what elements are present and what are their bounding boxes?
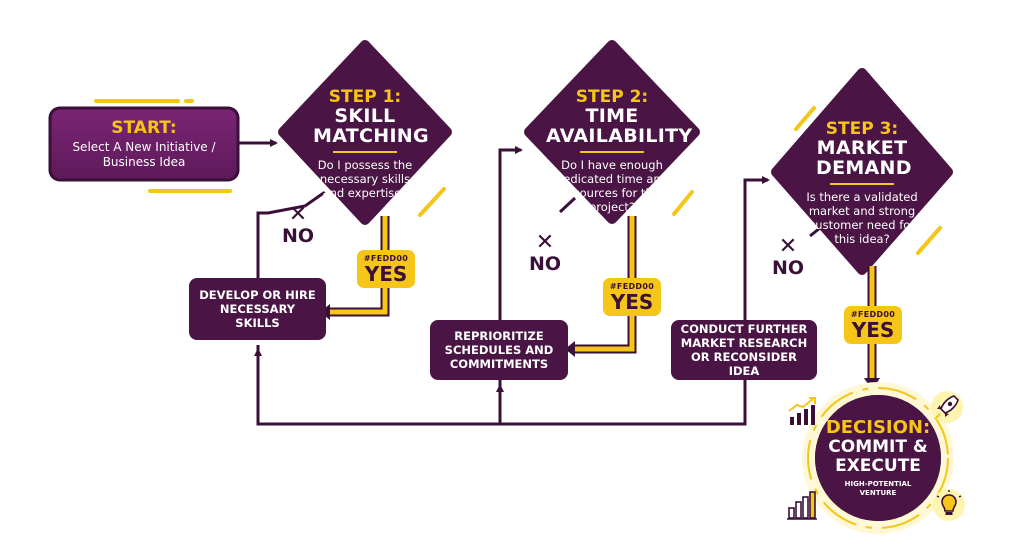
step-2-label: STEP 2: <box>575 87 649 107</box>
step-3-underline <box>830 183 894 185</box>
close-icon: ✕ <box>778 234 798 259</box>
decision-label: DECISION: <box>825 417 931 438</box>
step-1-no-label: NO <box>281 225 315 247</box>
step-3-question: Is there a validated market and strong c… <box>806 190 918 246</box>
step-2-diamond <box>524 40 700 224</box>
develop-skills-box: DEVELOP OR HIRE NECESSARY SKILLS <box>189 278 326 340</box>
start-box: START: Select A New Initiative / Busines… <box>52 112 236 176</box>
step-3-content: STEP 3: MARKET DEMAND Is there a validat… <box>796 120 928 246</box>
step-2-yes-tag: #FEDD00 <box>609 282 655 291</box>
bar-chart-icon <box>787 491 817 520</box>
step-3-yes-tag: #FEDD00 <box>850 310 896 319</box>
step-2-no-label: NO <box>528 253 562 275</box>
step-3-no-label: NO <box>771 257 805 279</box>
step-2-yes-label: YES <box>610 290 654 314</box>
lightbulb-icon <box>933 489 965 521</box>
step-1-yes-tag: #FEDD00 <box>363 254 409 263</box>
step-2-title: TIME AVAILABILITY <box>546 105 693 147</box>
rocket-icon <box>931 391 963 423</box>
reprioritize-text: REPRIORITIZE SCHEDULES AND COMMITMENTS <box>444 329 554 371</box>
develop-skills-text: DEVELOP OR HIRE NECESSARY SKILLS <box>199 288 316 330</box>
close-icon: ✕ <box>535 230 555 255</box>
step-1-underline <box>333 151 397 153</box>
step-3-yes-badge: #FEDD00 YES <box>844 306 902 344</box>
step-2-underline <box>580 151 644 153</box>
step-1-no-mark: ✕ NO <box>278 202 318 247</box>
start-text: Select A New Initiative / Business Idea <box>72 139 216 169</box>
step-3-diamond <box>771 68 953 275</box>
step-1-title: SKILL MATCHING <box>313 105 429 147</box>
step-2-question: Do I have enough dedicated time and reso… <box>555 158 669 214</box>
reprioritize-box: REPRIORITIZE SCHEDULES AND COMMITMENTS <box>430 320 568 380</box>
step-1-question: Do I possess the necessary skills and ex… <box>317 158 413 200</box>
decision-ring <box>807 387 949 529</box>
step-2-yes-badge: #FEDD00 YES <box>603 278 661 316</box>
decision-line-1: COMMIT & <box>828 437 928 457</box>
decision-sub: HIGH-POTENTIAL VENTURE <box>844 480 912 497</box>
market-research-text: CONDUCT FURTHER MARKET RESEARCH OR RECON… <box>680 322 808 378</box>
step-3-title: MARKET DEMAND <box>816 137 912 179</box>
step-1-content: STEP 1: SKILL MATCHING Do I possess the … <box>300 88 430 200</box>
step-1-yes-badge: #FEDD00 YES <box>357 250 415 288</box>
step-3-no-mark: ✕ NO <box>768 234 808 279</box>
decision-content: DECISION: COMMIT & EXECUTE HIGH-POTENTIA… <box>815 395 941 521</box>
step-3-label: STEP 3: <box>825 119 899 139</box>
step-1-label: STEP 1: <box>328 87 402 107</box>
decision-line-2: EXECUTE <box>835 456 921 476</box>
market-research-box: CONDUCT FURTHER MARKET RESEARCH OR RECON… <box>671 320 817 380</box>
step-1-diamond <box>278 40 452 225</box>
step-3-yes-label: YES <box>851 318 895 342</box>
close-icon: ✕ <box>288 202 308 227</box>
start-label: START: <box>111 117 177 138</box>
chart-up-icon <box>788 397 816 425</box>
step-2-content: STEP 2: TIME AVAILABILITY Do I have enou… <box>545 87 693 214</box>
step-1-yes-label: YES <box>364 262 408 286</box>
step-2-no-mark: ✕ NO <box>525 230 565 275</box>
